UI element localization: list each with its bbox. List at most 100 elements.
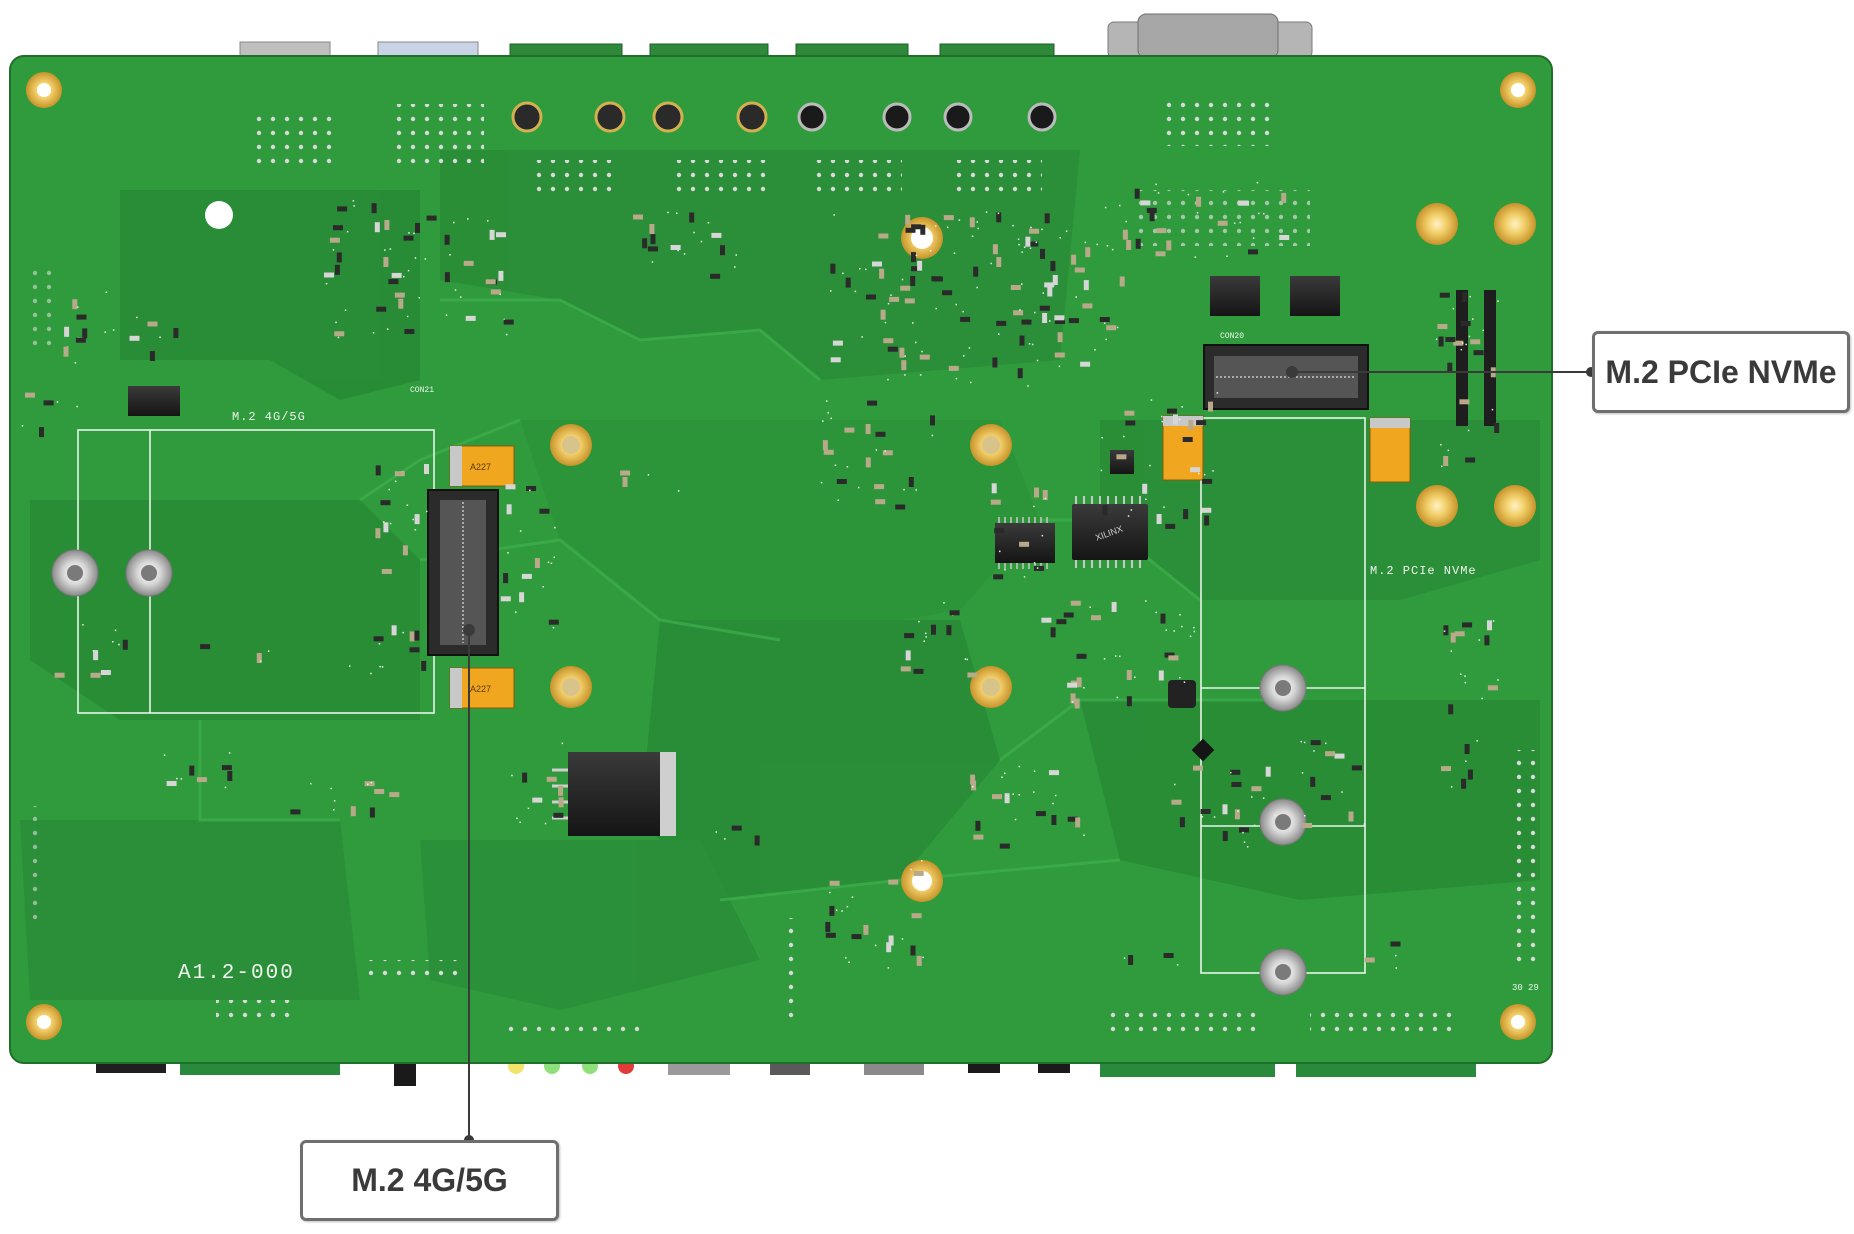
smd-part [376,306,387,312]
callout-m2-nvme: M.2 PCIe NVMe [1592,331,1850,413]
smd-part [1070,600,1081,606]
silkscreen-mark [1054,794,1057,797]
smd-part [1068,318,1079,324]
silkscreen-mark [104,331,106,333]
smd-part [1165,523,1176,529]
smd-part [364,781,375,787]
silkscreen-mark [487,220,489,222]
mounting-hole [901,860,943,902]
smd-part [916,955,922,966]
silkscreen-mark [955,377,958,380]
smd-part [350,806,356,817]
silkscreen-mark [1492,620,1495,622]
silkscreen-mark [1123,435,1125,438]
silkscreen-mark [943,602,945,604]
silkscreen-mark [724,838,726,840]
smd-part [1102,505,1108,516]
smd-part [391,625,397,636]
smd-part [1047,286,1053,297]
silkscreen-mark [931,434,934,437]
silkscreen-mark [1030,226,1032,229]
silkscreen-mark [1469,295,1471,298]
silkscreen-mark [414,529,417,531]
silkscreen-mark [330,787,332,790]
silkscreen-mark [267,650,270,652]
silkscreen-mark [349,665,351,667]
silkscreen-mark [389,522,392,525]
smd-part [949,610,960,616]
smd-part [334,264,340,275]
smd-part [1448,704,1454,715]
silkscreen-mark [1253,824,1256,827]
silkscreen-mark [406,504,409,506]
smd-part [1196,420,1207,426]
silkscreen-mark [394,480,397,483]
smd-part [558,797,564,808]
silkscreen-mark [1263,212,1265,215]
silkscreen-mark [903,488,905,491]
smd-part [880,309,886,320]
smd-part [1164,652,1175,658]
silkscreen-mark [1031,343,1034,346]
smd-part [1116,454,1127,460]
silkscreen-mark [829,891,831,894]
smd-part [911,913,922,919]
smd-part [1450,632,1456,643]
silkscreen-mark [830,290,832,292]
silkscreen-mark [1233,222,1236,224]
smd-part [1438,336,1444,347]
copper-pour [20,150,1540,1010]
silkscreen-mark [418,297,420,299]
silkscreen-mark [990,262,992,265]
silkscreen-mark [848,961,850,963]
silkscreen-mark [1017,238,1020,240]
smd-part [1364,957,1375,963]
silkscreen-mark [1119,204,1121,207]
smd-part [731,825,742,831]
smd-part [1028,241,1039,247]
silkscreen-mark [971,235,974,237]
silkscreen-nvme-label: M.2 PCIe NVMe [1370,564,1477,578]
silkscreen-mark [1193,626,1195,629]
lte-leader-dot [463,624,475,636]
tantalum-capacitors: A227 A227 [449,415,1411,709]
smd-part [1042,313,1048,323]
mounting-hole [550,424,592,466]
silkscreen-mark [1034,311,1036,314]
smd-part [1460,321,1471,326]
silkscreen-mark [998,333,1000,335]
silkscreen-mark [550,562,553,565]
smd-part [1234,809,1240,820]
smd-part [1237,200,1248,206]
silkscreen-mark [1341,791,1343,793]
silkscreen-mark [997,212,1000,215]
smd-part [63,346,69,357]
silkscreen-mark [851,896,854,898]
silkscreen-mark [842,272,844,275]
smd-part [913,668,924,674]
smd-part [1200,809,1211,814]
silkscreen-mark [519,530,522,532]
svg-text:A227: A227 [470,684,491,694]
silkscreen-mark [467,218,469,220]
smd-part [1190,467,1201,473]
smd-part [1445,337,1456,342]
silkscreen-mark [1023,246,1026,248]
silkscreen-mark [854,290,857,293]
smd-part [879,268,885,279]
silkscreen-mark [1201,816,1204,818]
silkscreen-mark [389,248,392,250]
rj45-jack-holes [511,101,1057,133]
silkscreen-mark [547,561,550,564]
smd-part [1310,740,1321,746]
silkscreen-mark [412,518,414,521]
smd-part [1441,766,1451,772]
smd-part [490,289,501,295]
smd-part [911,266,922,272]
silkscreen-mark [449,254,451,256]
smd-part [337,206,348,212]
silkscreen-mark [1216,392,1219,394]
silkscreen-mark [1084,241,1087,244]
silkscreen-mark [516,817,518,820]
silkscreen-version: A1.2-000 [178,962,295,985]
